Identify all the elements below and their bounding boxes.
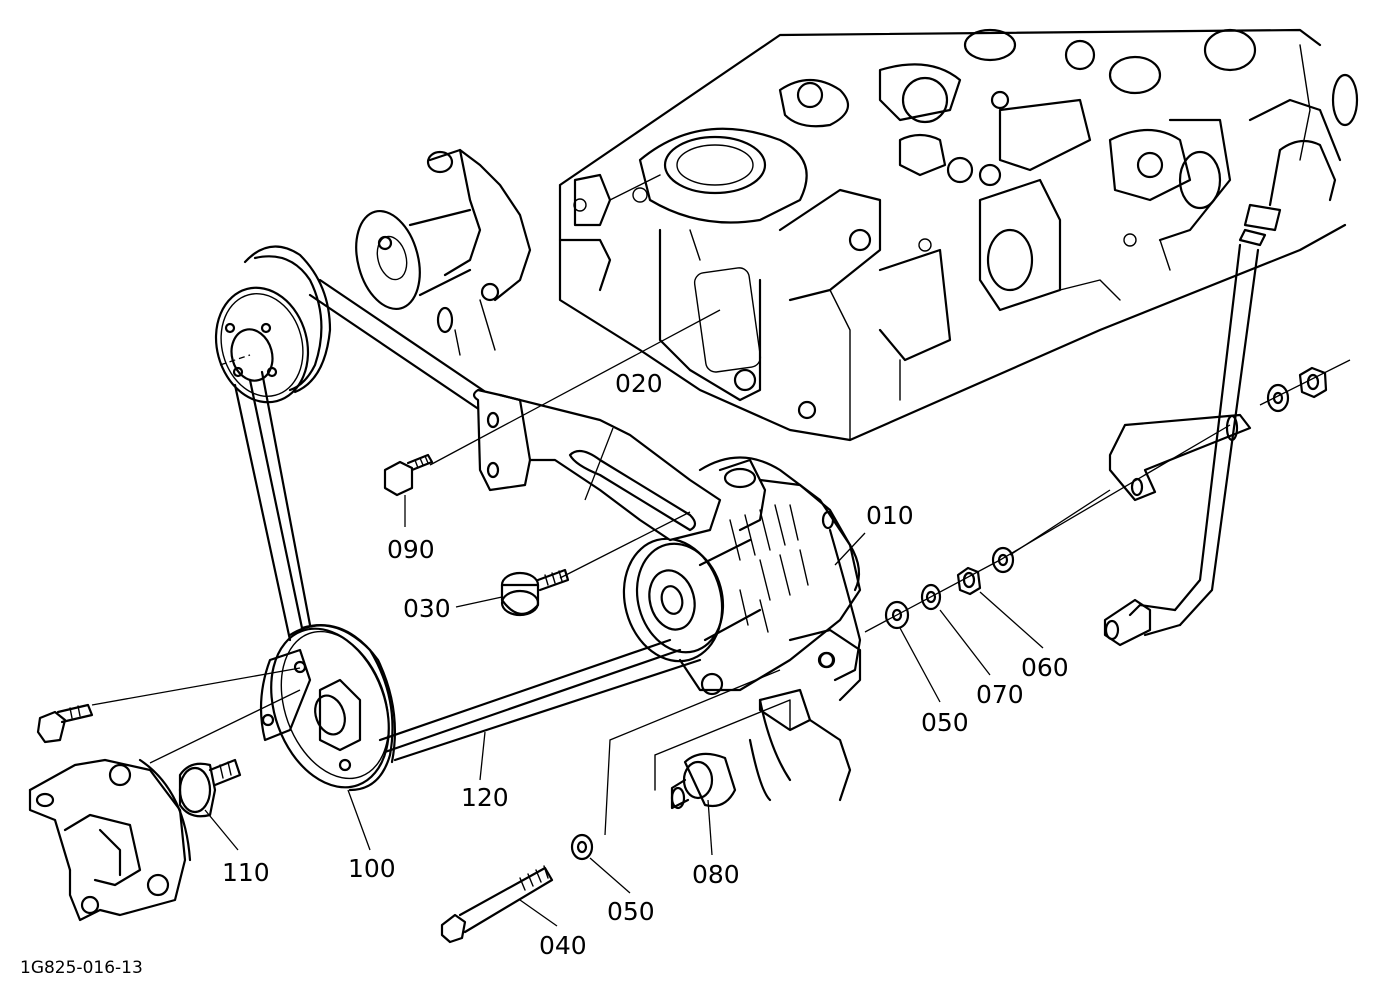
washer-050-lower bbox=[570, 833, 594, 861]
washer-050-upper bbox=[884, 600, 910, 630]
part-label-070[interactable]: 070 bbox=[976, 680, 1024, 709]
cylinder-head bbox=[558, 28, 1359, 442]
v-belt bbox=[233, 278, 702, 762]
crankcase-lower bbox=[654, 628, 862, 802]
part-labels: 010 020 030 040 050 050 060 070 080 090 … bbox=[222, 369, 1069, 960]
washer-upper-right bbox=[1266, 383, 1290, 413]
part-label-050-lower[interactable]: 050 bbox=[607, 897, 655, 926]
leader-lines bbox=[91, 309, 1351, 927]
washer-right bbox=[991, 546, 1015, 574]
part-label-020[interactable]: 020 bbox=[615, 369, 663, 398]
lock-washer-070 bbox=[920, 583, 942, 611]
crankshaft-pulley bbox=[259, 624, 397, 792]
oil-pipe bbox=[1103, 139, 1337, 647]
figure-code: 1G825-016-13 bbox=[20, 958, 143, 978]
part-label-080[interactable]: 080 bbox=[692, 860, 740, 889]
spacer-080 bbox=[670, 752, 737, 810]
alternator-bracket bbox=[472, 388, 722, 542]
bolt-090 bbox=[383, 453, 434, 497]
part-label-100[interactable]: 100 bbox=[348, 854, 396, 883]
bolt-030 bbox=[500, 568, 570, 617]
part-label-060[interactable]: 060 bbox=[1021, 653, 1069, 682]
part-label-110[interactable]: 110 bbox=[222, 858, 270, 887]
bolt-110 bbox=[178, 758, 242, 818]
part-label-040[interactable]: 040 bbox=[539, 931, 587, 960]
fan-pulley bbox=[214, 245, 332, 404]
front-hub bbox=[28, 758, 192, 922]
water-pump bbox=[355, 148, 532, 356]
part-label-030[interactable]: 030 bbox=[403, 594, 451, 623]
part-label-010[interactable]: 010 bbox=[866, 501, 914, 530]
part-label-120[interactable]: 120 bbox=[461, 783, 509, 812]
bolt-small-left bbox=[36, 703, 94, 744]
alternator bbox=[622, 456, 862, 696]
nut-060 bbox=[956, 566, 982, 596]
part-label-050-upper[interactable]: 050 bbox=[921, 708, 969, 737]
part-label-090[interactable]: 090 bbox=[387, 535, 435, 564]
bolt-040 bbox=[440, 865, 554, 944]
